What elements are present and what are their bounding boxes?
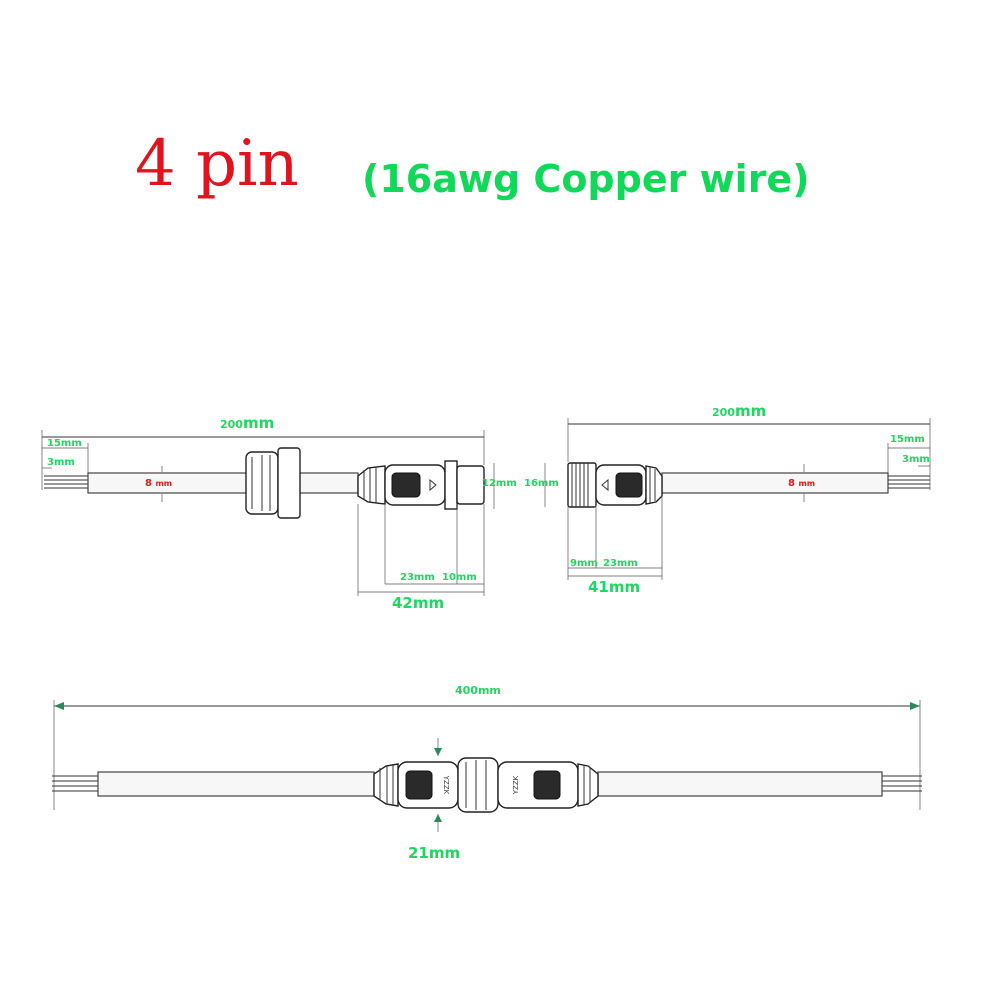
bottom-connector-diameter: 21mm [408, 844, 460, 862]
right-grip-pad [615, 472, 643, 498]
left-strip-length: 15mm [47, 438, 82, 449]
bottom-grip-pad-left [405, 770, 433, 800]
right-connector-body [567, 462, 663, 508]
left-cable [87, 472, 359, 494]
left-connector-length: 42mm [392, 594, 444, 612]
bottom-marking-right: YZZK [512, 775, 520, 795]
right-lock-arrow-icon [601, 478, 609, 492]
right-body-length-a: 9mm [570, 558, 598, 569]
left-nut [245, 447, 301, 519]
bottom-wire-ends-left [52, 775, 98, 792]
right-strip-length: 15mm [890, 434, 925, 445]
right-wire-ends [888, 475, 930, 489]
bottom-wire-ends-right [882, 775, 922, 792]
bottom-strain-relief-left [373, 763, 399, 807]
bottom-strain-relief-right [577, 763, 599, 807]
title-sub: (16awg Copper wire) [362, 157, 810, 201]
right-assembly: 200mm 15mm 3mm 8 mm [524, 402, 931, 596]
left-body-length-b: 10mm [442, 572, 477, 583]
right-cable [661, 472, 889, 494]
right-total-length: 200mm [712, 402, 766, 420]
right-cable-diameter: 8 mm [788, 478, 815, 489]
right-thread-diameter: 16mm [524, 478, 559, 489]
bottom-dim-arrow-right-icon [910, 702, 920, 710]
left-tip-diameter: 12mm [482, 478, 517, 489]
right-connector-length: 41mm [588, 578, 640, 596]
left-pin-length: 3mm [47, 457, 75, 468]
bottom-center-nut [457, 757, 499, 813]
bottom-grip-pad-right [533, 770, 561, 800]
left-wire-ends [44, 475, 88, 489]
left-assembly: 200mm 15mm 3mm 8 mm [41, 414, 517, 612]
bottom-cable-right [597, 771, 883, 797]
left-total-length: 200mm [220, 414, 274, 432]
bottom-cable-left [97, 771, 375, 797]
bottom-total-length: 400mm [455, 684, 501, 697]
bottom-assembly: 400mm YZZK YZZK [52, 684, 922, 862]
bottom-dim-arrow-left-icon [54, 702, 64, 710]
title-main: 4 pin [135, 127, 299, 201]
left-connector-body [357, 460, 485, 510]
left-grip-pad [391, 472, 421, 498]
bottom-diameter-arrow-bottom-icon [434, 814, 442, 822]
bottom-marking-left: YZZK [442, 775, 450, 795]
right-body-length-b: 23mm [603, 558, 638, 569]
bottom-diameter-arrow-top-icon [434, 748, 442, 756]
right-pin-length: 3mm [902, 454, 930, 465]
left-cable-diameter: 8 mm [145, 478, 172, 489]
left-body-length-a: 23mm [400, 572, 435, 583]
left-lock-arrow-icon [429, 478, 437, 492]
